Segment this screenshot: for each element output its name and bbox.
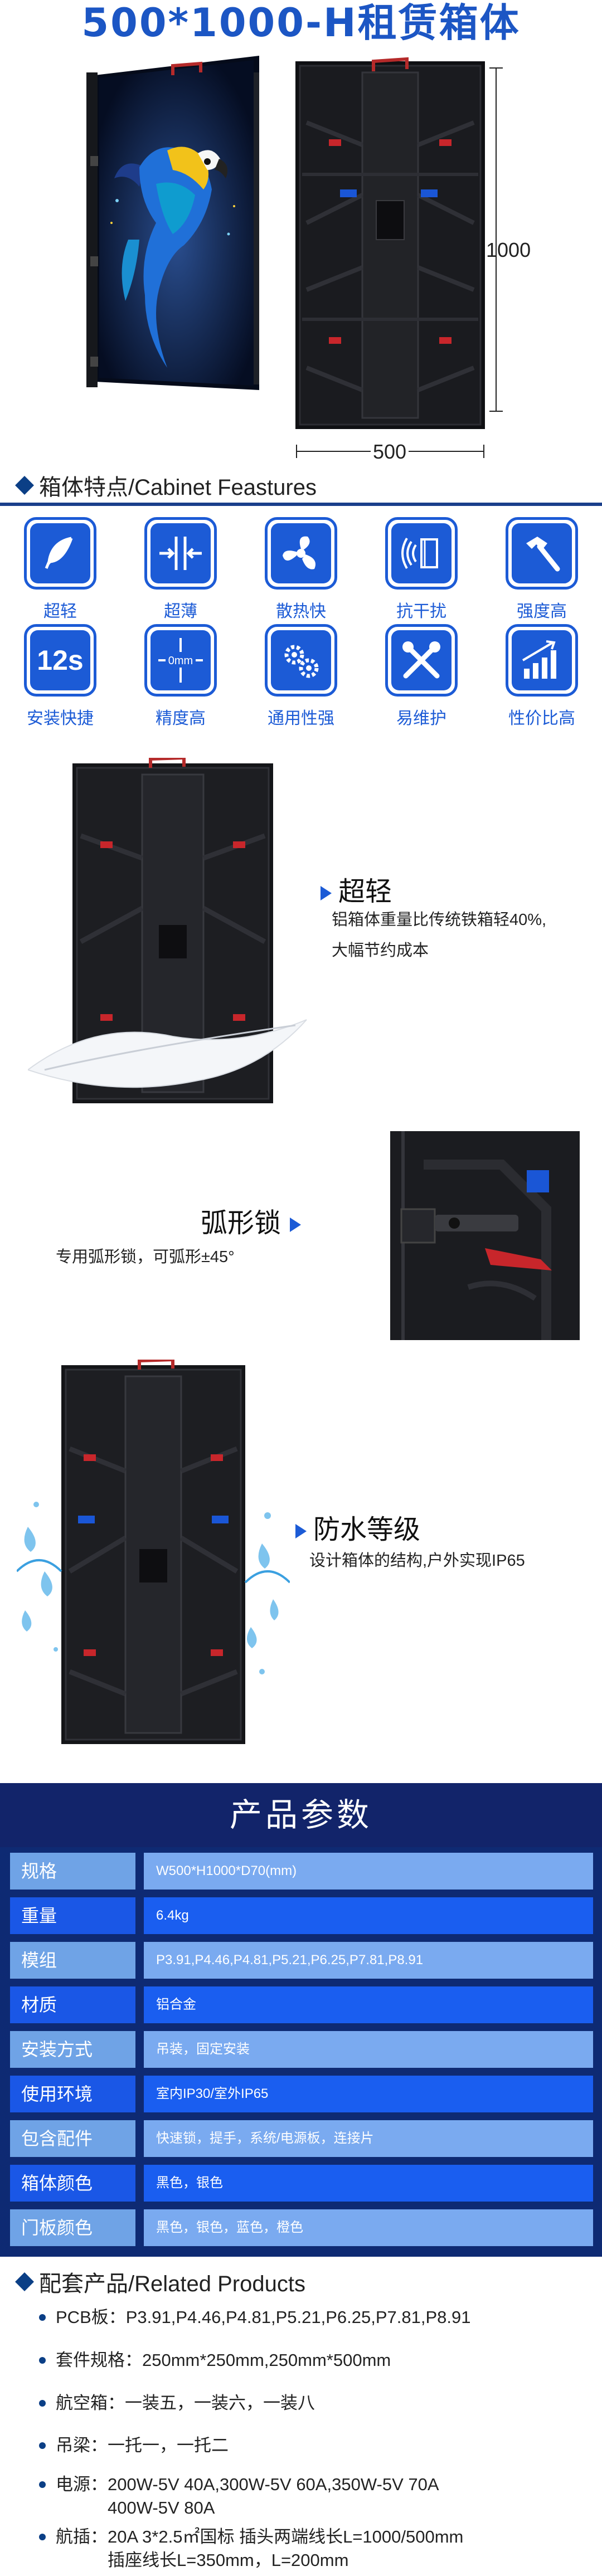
feature-thin: 超薄: [120, 517, 241, 622]
arc-lock-image: [390, 1131, 580, 1340]
feature-cooling: 散热快: [241, 517, 361, 622]
12s-icon: 12s: [24, 624, 96, 697]
table-row: 门板颜色 黑色，银色，蓝色，橙色: [10, 2209, 593, 2246]
height-dimension-line: [489, 67, 503, 412]
page-title: 500*1000-H租赁箱体: [81, 0, 521, 46]
fan-icon: [265, 517, 337, 590]
list-item: 航插： 20A 3*2.5㎡国标 插头两端线长L=1000/500mm 插座线长…: [39, 2525, 463, 2572]
bullet-dot-icon: [39, 2442, 46, 2449]
bar-growth-icon: [506, 624, 578, 697]
bullet-dot-icon: [39, 2357, 46, 2364]
diamond-bullet-icon: [15, 2272, 34, 2291]
svg-text:12s: 12s: [37, 645, 83, 676]
section-divider: [0, 503, 602, 506]
waterproof-cabinet-image: [17, 1360, 290, 1744]
table-row: 安装方式 吊装，固定安装: [10, 2031, 593, 2068]
table-row: 规格 W500*H1000*D70(mm): [10, 1853, 593, 1890]
feature-light: 超轻: [0, 517, 120, 622]
feature-maintenance: 易维护: [361, 624, 482, 729]
table-row: 箱体颜色 黑色，银色: [10, 2165, 593, 2202]
height-label: 1000: [486, 238, 531, 261]
width-label: 500: [371, 440, 409, 464]
list-item: 吊梁： 一托一，一托二: [39, 2434, 229, 2457]
svg-text:0mm: 0mm: [168, 655, 193, 667]
light-title: 超轻: [321, 869, 392, 908]
bullet-dot-icon: [39, 2314, 46, 2321]
table-row: 使用环境 室内IP30/室外IP65: [10, 2076, 593, 2112]
table-row: 材质 铝合金: [10, 1986, 593, 2023]
feature-cost-effective: 性价比高: [482, 624, 602, 729]
list-item: PCB板： P3.91,P4.46,P4.81,P5.21,P6.25,P7.8…: [39, 2306, 471, 2329]
light-desc-line2: 大幅节约成本: [332, 942, 429, 960]
gears-icon: [265, 624, 337, 697]
bullet-dot-icon: [39, 2400, 46, 2407]
feature-anti-interference: 抗干扰: [361, 517, 482, 622]
hammer-icon: [506, 517, 578, 590]
table-row: 模组 P3.91,P4.46,P4.81,P5.21,P6.25,P7.81,P…: [10, 1942, 593, 1979]
features-section-heading: 箱体特点/Cabinet Feastures: [15, 469, 317, 501]
thin-arrows-icon: [144, 517, 217, 590]
tools-icon: [385, 624, 458, 697]
feature-strength: 强度高: [482, 517, 602, 622]
list-item: 航空箱： 一装五，一装六，一装八: [39, 2392, 315, 2415]
interference-icon: [385, 517, 458, 590]
related-section-heading: 配套产品/Related Products: [15, 2266, 305, 2298]
light-desc-line1: 铝箱体重量比传统铁箱轻40%,: [332, 911, 547, 929]
params-heading: 产品参数: [0, 1783, 602, 1847]
feature-versatility: 通用性强: [241, 624, 361, 729]
precision-grid-icon: 0mm: [144, 624, 217, 697]
table-row: 包含配件 快速锁，提手，系统/电源板，连接片: [10, 2120, 593, 2157]
lock-title: 弧形锁: [201, 1201, 302, 1240]
params-table: 规格 W500*H1000*D70(mm) 重量 6.4kg 模组 P3.91,…: [0, 1847, 602, 2257]
front-cabinet-image: [86, 56, 259, 390]
diamond-bullet-icon: [15, 476, 34, 495]
feature-quick-install: 12s 安装快捷: [0, 624, 120, 729]
lock-desc: 专用弧形锁，可弧形±45°: [56, 1248, 235, 1266]
table-row: 重量 6.4kg: [10, 1897, 593, 1934]
waterproof-desc: 设计箱体的结构,户外实现IP65: [309, 1552, 525, 1570]
list-item: 套件规格： 250mm*250mm,250mm*500mm: [39, 2349, 391, 2372]
bullet-dot-icon: [39, 2534, 46, 2540]
feather-icon: [24, 517, 96, 590]
bullet-dot-icon: [39, 2481, 46, 2488]
back-cabinet-image: [295, 57, 485, 429]
waterproof-title: 防水等级: [295, 1507, 420, 1546]
light-cabinet-image: [28, 758, 307, 1103]
feature-precision: 0mm 精度高: [120, 624, 241, 729]
list-item: 电源： 200W-5V 40A,300W-5V 60A,350W-5V 70A …: [39, 2473, 439, 2520]
